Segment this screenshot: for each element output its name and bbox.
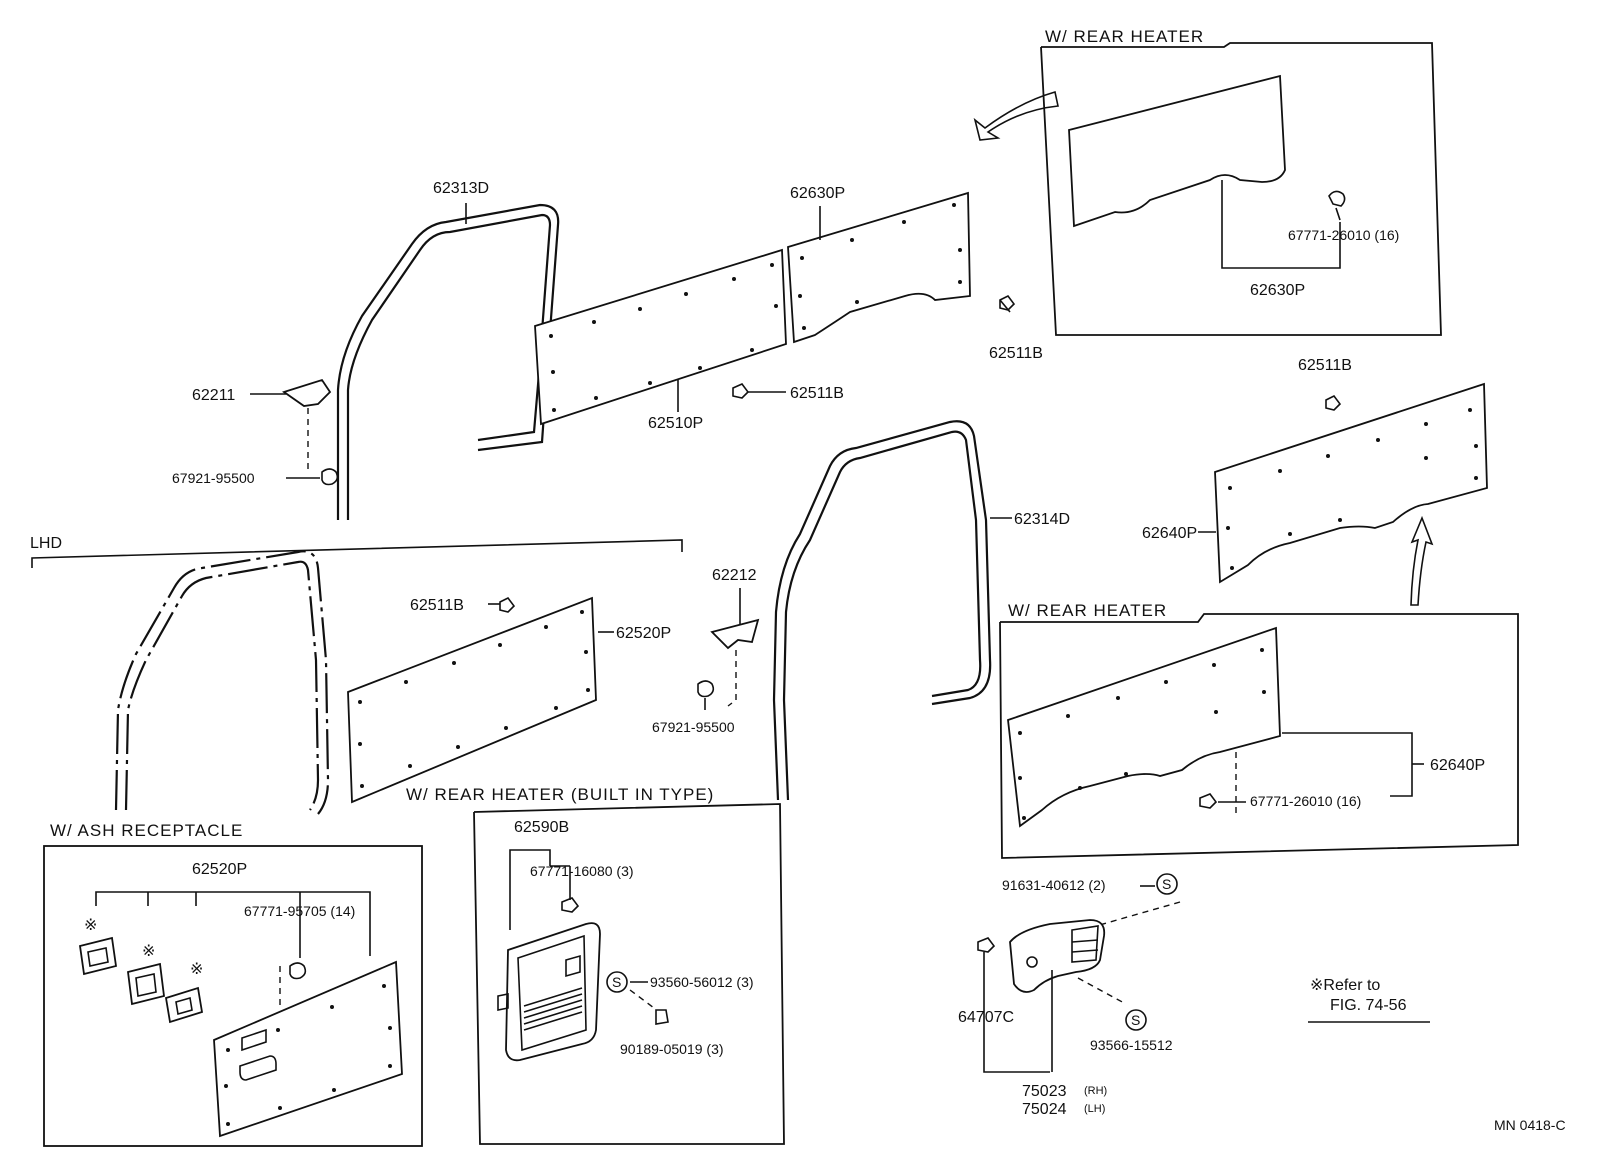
rear-heater-top-title: W/ REAR HEATER bbox=[1045, 27, 1204, 46]
label-62640P-box: 62640P bbox=[1430, 757, 1485, 774]
label-67921-95500-b: 67921-95500 bbox=[652, 719, 735, 735]
clip-64707C bbox=[977, 937, 996, 953]
label-75024-side: (LH) bbox=[1084, 1103, 1105, 1115]
panel-62520P-main bbox=[347, 596, 614, 804]
asterisk-a: ※ bbox=[84, 917, 97, 934]
label-62640P-top: 62640P bbox=[1142, 525, 1197, 542]
label-62212: 62212 bbox=[712, 567, 757, 584]
clip-icon-mid bbox=[1199, 793, 1246, 809]
asterisk-c: ※ bbox=[190, 961, 203, 978]
label-93560-56012: 93560-56012 (3) bbox=[650, 974, 754, 990]
weatherstrip-62313D bbox=[336, 203, 560, 520]
inside-handle-75023 bbox=[1009, 919, 1106, 993]
label-62511B-c: 62511B bbox=[1298, 357, 1352, 374]
label-62510P: 62510P bbox=[648, 415, 703, 432]
rear-heater-top-box: W/ REAR HEATER 67771-26010 (16) 62630P bbox=[1040, 27, 1442, 336]
lhd-section: LHD 62520P 62511B 62212 bbox=[30, 535, 760, 815]
label-62511B-a: 62511B bbox=[989, 345, 1043, 362]
clip-icon bbox=[1328, 190, 1346, 221]
handle-assembly: S 91631-40612 (2) S 64707C 93566-15512 7… bbox=[958, 873, 1181, 1118]
panel-62640P-top bbox=[1198, 382, 1488, 584]
rear-heater-mid-title: W/ REAR HEATER bbox=[1008, 601, 1167, 620]
label-75023: 75023 bbox=[1022, 1083, 1067, 1100]
panel-62520P-ash bbox=[213, 960, 403, 1138]
clip-67921-a bbox=[286, 468, 339, 486]
label-64707C: 64707C bbox=[958, 1009, 1014, 1026]
label-62520P-main: 62520P bbox=[616, 625, 671, 642]
svg-text:S: S bbox=[1131, 1012, 1140, 1028]
label-62211: 62211 bbox=[192, 387, 235, 404]
direction-arrow-top bbox=[973, 90, 1059, 141]
weatherstrip-62314D bbox=[772, 420, 1012, 801]
clip-icon-90189 bbox=[655, 1009, 669, 1025]
label-62630P-box: 62630P bbox=[1250, 282, 1305, 299]
label-67771-26010-b: 67771-26010 (16) bbox=[1250, 793, 1361, 809]
ash-receptacle-box: W/ ASH RECEPTACLE 62520P 67771-95705 (14… bbox=[43, 821, 423, 1147]
trim-piece-62212 bbox=[710, 588, 760, 707]
lhd-title: LHD bbox=[30, 535, 62, 552]
label-91631-40612: 91631-40612 (2) bbox=[1002, 877, 1106, 893]
weatherstrip-lhd bbox=[114, 550, 330, 815]
label-62314D: 62314D bbox=[1014, 511, 1070, 528]
rear-heater-mid-box: W/ REAR HEATER 62640P 67771-26010 (16) bbox=[999, 601, 1519, 859]
s-mark-icon-c: S bbox=[1125, 1009, 1147, 1031]
label-62313D: 62313D bbox=[433, 180, 489, 197]
label-93566-15512: 93566-15512 bbox=[1090, 1037, 1173, 1053]
clip-62511B-d bbox=[488, 596, 516, 613]
ash-cup-c bbox=[164, 986, 204, 1024]
ash-cup-b bbox=[127, 962, 165, 1006]
label-67921-95500-a: 67921-95500 bbox=[172, 470, 255, 486]
clip-icon-95705 bbox=[279, 962, 307, 1010]
direction-arrow-up bbox=[1410, 515, 1434, 606]
clip-62511B-b bbox=[732, 383, 786, 399]
ash-receptacle-frame bbox=[43, 845, 423, 1147]
asterisk-b: ※ bbox=[142, 943, 155, 960]
label-67771-16080: 67771-16080 (3) bbox=[530, 863, 634, 879]
panel-62510P bbox=[534, 248, 787, 426]
panel-62630P bbox=[787, 191, 971, 344]
label-62520P-ash: 62520P bbox=[192, 861, 247, 878]
s-mark-icon-b: S bbox=[1156, 873, 1178, 895]
label-75024: 75024 bbox=[1022, 1101, 1067, 1118]
refer-figure: FIG. 74-56 bbox=[1330, 997, 1407, 1014]
rear-heater-builtin-box: W/ REAR HEATER (BUILT IN TYPE) 62590B 67… bbox=[406, 785, 785, 1145]
label-67771-26010-a: 67771-26010 (16) bbox=[1288, 227, 1399, 243]
label-75023-side: (RH) bbox=[1084, 1085, 1107, 1097]
clip-icon-16080 bbox=[561, 897, 580, 913]
clip-67921-b bbox=[697, 680, 715, 710]
heater-cover-62590B bbox=[497, 922, 601, 1062]
figure-code: MN 0418-C bbox=[1494, 1117, 1566, 1133]
label-67771-95705: 67771-95705 (14) bbox=[244, 903, 355, 919]
s-mark-icon-a: S bbox=[606, 971, 628, 993]
label-62590B: 62590B bbox=[514, 819, 569, 836]
label-62511B-b: 62511B bbox=[790, 385, 844, 402]
refer-note: ※Refer to bbox=[1310, 977, 1380, 994]
label-90189-05019: 90189-05019 (3) bbox=[620, 1041, 724, 1057]
ash-receptacle-title: W/ ASH RECEPTACLE bbox=[50, 821, 243, 840]
ash-cup-a bbox=[78, 936, 118, 976]
label-62511B-d: 62511B bbox=[410, 597, 464, 614]
label-62630P-top: 62630P bbox=[790, 185, 845, 202]
rear-heater-builtin-title: W/ REAR HEATER (BUILT IN TYPE) bbox=[406, 785, 714, 804]
svg-text:S: S bbox=[1162, 876, 1171, 892]
svg-text:S: S bbox=[612, 974, 621, 990]
trim-piece-62211 bbox=[250, 378, 332, 470]
clip-62511B-c bbox=[1325, 394, 1342, 411]
clip-62511B-a bbox=[999, 294, 1016, 313]
